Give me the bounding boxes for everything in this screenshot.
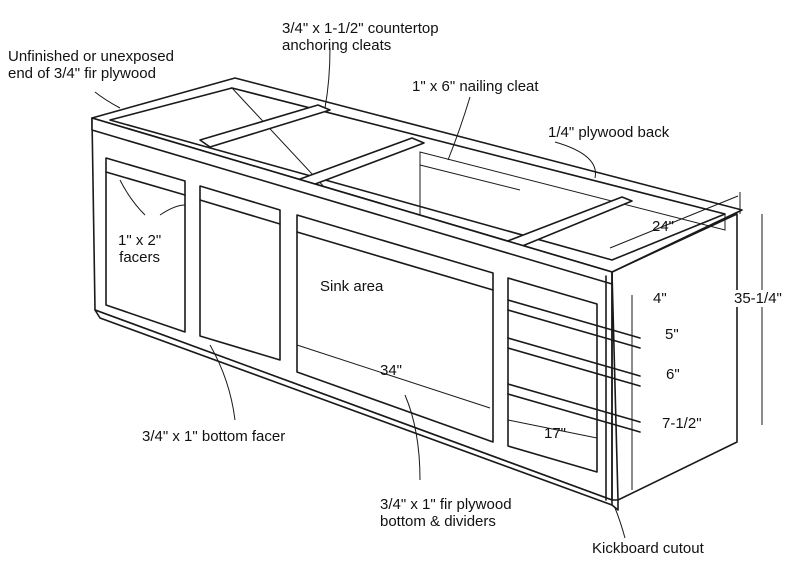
height-label: 35-1/4" <box>734 290 782 307</box>
end-panel-label: Unfinished or unexposed end of 3/4" fir … <box>8 48 174 82</box>
bottom-dividers-label: 3/4" x 1" fir plywood bottom & dividers <box>380 496 512 530</box>
side-panel <box>611 213 738 501</box>
drawer-1-label: 4" <box>653 290 667 307</box>
opening-left <box>105 157 186 333</box>
cleats-label: 3/4" x 1-1/2" countertop anchoring cleat… <box>282 20 439 54</box>
cleat <box>199 104 331 148</box>
nailing-cleat-label: 1" x 6" nailing cleat <box>412 78 539 95</box>
opening-sink <box>296 214 494 443</box>
kickboard-label: Kickboard cutout <box>592 540 704 557</box>
bottom-facer-label: 3/4" x 1" bottom facer <box>142 428 286 445</box>
drawer-2-label: 5" <box>665 326 679 343</box>
opening-drawers <box>507 277 598 473</box>
drawer-4-label: 7-1/2" <box>662 415 702 432</box>
facers-label: 1" x 2" facers <box>118 232 162 266</box>
opening-2 <box>199 185 281 361</box>
sink-width-label: 34" <box>380 362 403 379</box>
sink-area-label: Sink area <box>320 278 384 295</box>
back-label: 1/4" plywood back <box>548 124 670 141</box>
drawer-width-label: 17" <box>544 425 567 442</box>
drawer-3-label: 6" <box>666 366 680 383</box>
depth-label: 24" <box>652 218 675 235</box>
